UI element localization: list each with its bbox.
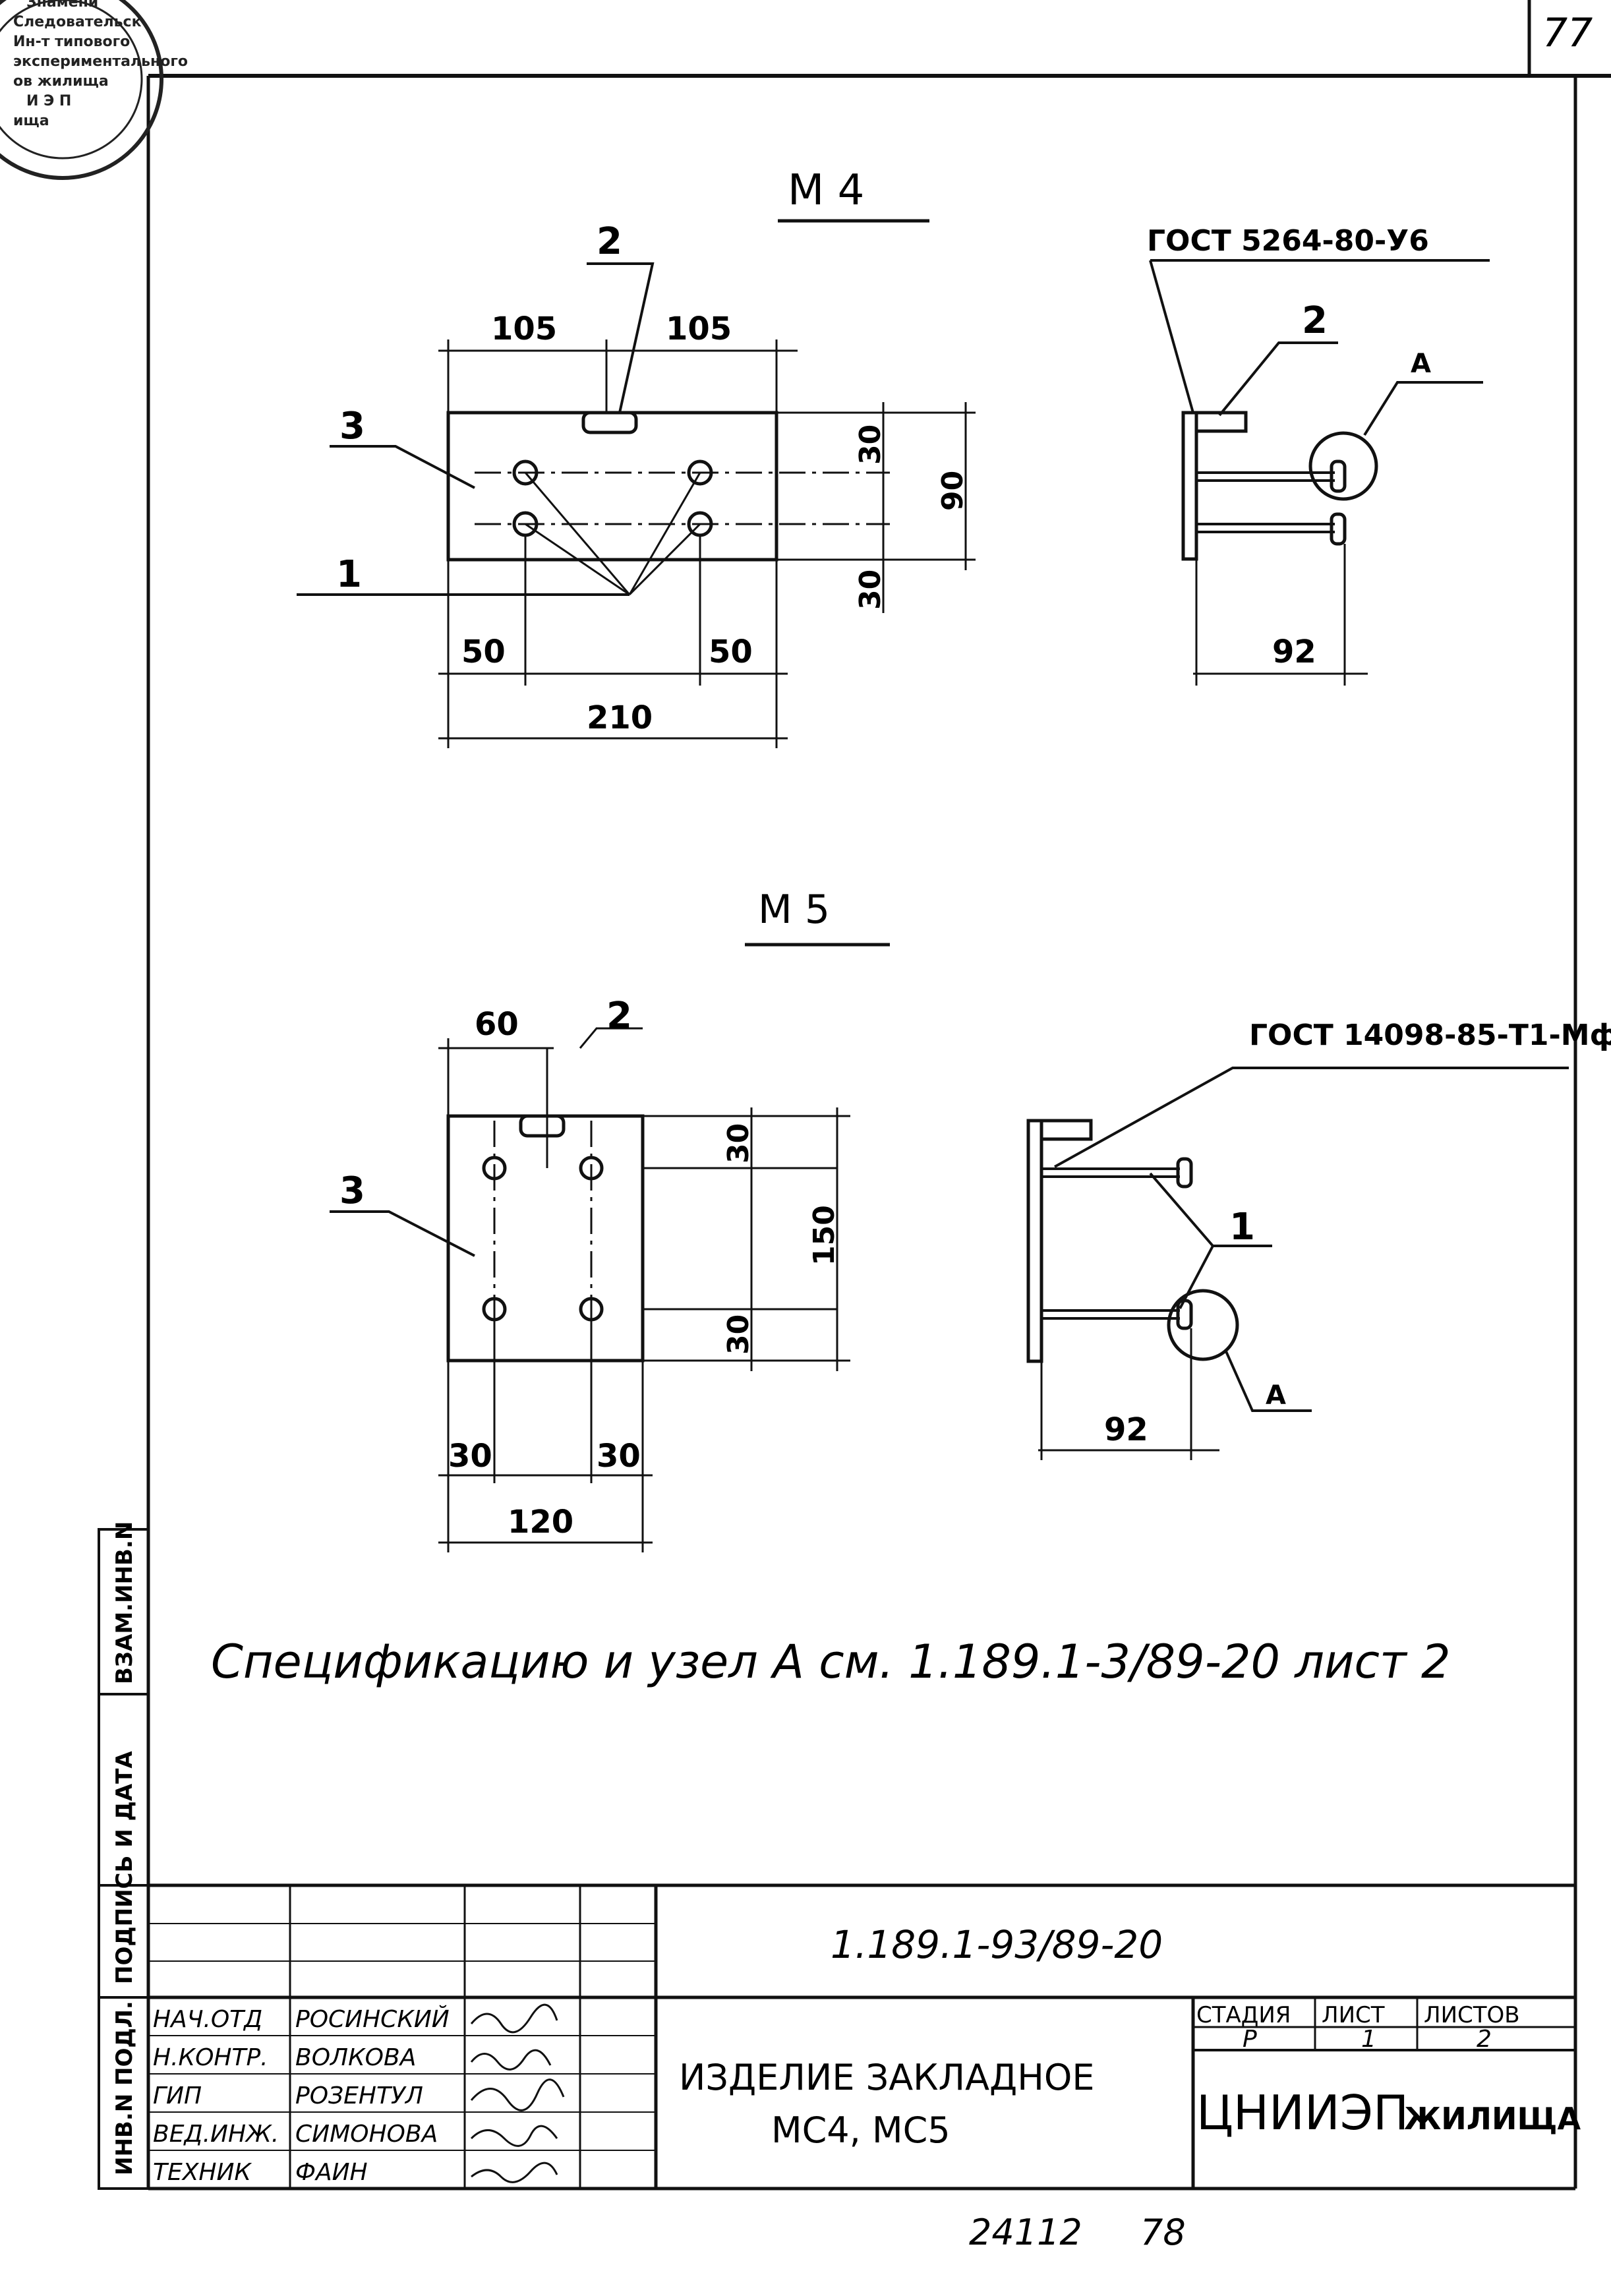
role-label: Н.КОНТР.	[153, 2044, 268, 2071]
m5-stud	[482, 1156, 507, 1181]
page-number-top: 77	[1542, 10, 1593, 56]
sheets-header: ЛИСТОВ	[1424, 2002, 1520, 2028]
m4-dim-edge-right: 50	[709, 633, 753, 670]
m4-dim-right-half: 105	[666, 310, 732, 347]
side-strip-inv-podl: ИНВ.N ПОДЛ.	[111, 2001, 138, 2175]
m5-callout-2: 2	[606, 995, 632, 1038]
sheet-header: ЛИСТ	[1322, 2002, 1385, 2028]
m4-side-depth-dim: 92	[1272, 633, 1316, 670]
m5-dim-top-offset: 30	[722, 1123, 755, 1163]
m4-plate	[446, 411, 778, 562]
m5-gost-label: ГОСТ 14098-85-Т1-Мф	[1249, 1018, 1611, 1052]
m5-callout-3: 3	[339, 1169, 365, 1212]
product-title-line-1: ИЗДЕЛИЕ ЗАКЛАДНОЕ	[679, 2057, 1094, 2098]
stamp-line: Следовательск	[13, 14, 142, 30]
person-name: СИМОНОВА	[295, 2121, 438, 2148]
m5-node-a-label: A	[1266, 1380, 1286, 1411]
archive-stamp	[0, 0, 163, 180]
m4-callout-1: 1	[336, 553, 362, 596]
m5-part-2-slot	[519, 1114, 566, 1138]
m5-leader-3	[330, 1210, 475, 1257]
m4-stud	[687, 459, 713, 486]
m4-dim-total: 210	[587, 699, 653, 736]
sheet-value: 1	[1361, 2026, 1376, 2053]
m4-dim-bottom-offset: 30	[854, 570, 887, 610]
m4-callout-3: 3	[339, 405, 365, 448]
stage-header: СТАДИЯ	[1196, 2002, 1291, 2028]
signatures	[470, 2003, 565, 2183]
role-label: ВЕД.ИНЖ.	[153, 2121, 279, 2148]
side-strip-signature-date: ПОДПИСЬ И ДАТА	[111, 1751, 138, 1984]
m5-side-anchor-2	[1040, 1119, 1093, 1141]
m4-dim-edge-left: 50	[461, 633, 506, 670]
m4-side-anchor-2	[1194, 411, 1248, 433]
m4-title: M 4	[788, 166, 864, 215]
m4-part-2-slot	[581, 411, 638, 434]
m5-side-depth-dim: 92	[1104, 1411, 1148, 1448]
stamp-line: ов жилища	[13, 73, 109, 90]
person-name: ФАИН	[295, 2159, 368, 2186]
m4-gost-label: ГОСТ 5264-80-У6	[1147, 224, 1429, 258]
stage-value: Р	[1243, 2026, 1257, 2053]
m5-title: M 5	[758, 887, 830, 933]
role-label: ТЕХНИК	[153, 2159, 252, 2186]
m4-side-plate	[1181, 411, 1198, 561]
m4-node-a-leader	[1363, 381, 1483, 436]
title-block	[148, 1883, 1575, 2189]
doc-code: 1.189.1-93/89-20	[831, 1922, 1163, 1967]
m4-node-a-circle	[1308, 431, 1378, 501]
m4-node-a-label: A	[1411, 349, 1431, 379]
m4-leader-3	[330, 445, 475, 489]
stamp-line: Ин-т типового	[13, 34, 130, 50]
m4-callout-2-side: 2	[1302, 299, 1328, 342]
m5-node-a-leader	[1225, 1351, 1312, 1412]
product-title-line-2: МС4, МС5	[771, 2109, 951, 2151]
specification-note: Спецификацию и узел А см. 1.189.1-3/89-2…	[211, 1635, 1451, 1689]
stamp-line: И Э П	[26, 93, 71, 109]
m5-dim-total-width: 120	[508, 1504, 573, 1541]
m4-leader-2	[587, 262, 655, 413]
sheets-value: 2	[1477, 2026, 1492, 2053]
m5-node-a-circle	[1167, 1289, 1239, 1361]
m5-dim-height: 150	[807, 1205, 841, 1266]
stamp-line: Знамени	[26, 0, 98, 11]
person-name: ВОЛКОВА	[295, 2044, 416, 2071]
m5-stud	[579, 1156, 604, 1181]
role-label: ГИП	[153, 2082, 202, 2109]
m5-leader-2	[579, 1027, 643, 1049]
organization-tail: ЖИЛИЩА	[1404, 2101, 1581, 2136]
stamp-line: ища	[13, 113, 49, 129]
m4-dim-top-offset: 30	[854, 425, 887, 465]
m5-plate	[446, 1114, 645, 1363]
m5-dim-edge-right: 30	[597, 1438, 641, 1475]
m5-gost-leader	[1054, 1067, 1569, 1168]
organization-main: ЦНИИЭП	[1196, 2085, 1409, 2140]
page-number-bottom: 24112	[969, 2212, 1082, 2253]
m5-dim-edge-left: 30	[448, 1438, 492, 1475]
m4-dim-height: 90	[936, 471, 970, 511]
page-number-bottom-right: 78	[1140, 2212, 1186, 2253]
side-strip-vzam-inv: ВЗАМ.ИНВ.N	[111, 1521, 138, 1684]
m5-callout-1: 1	[1229, 1206, 1255, 1249]
m5-dim-bottom-offset: 30	[722, 1314, 755, 1355]
stamp-line: экспериментального	[13, 53, 188, 70]
stamp-text: Знамени Следовательск Ин-т типового эксп…	[13, 0, 188, 129]
m4-callout-2: 2	[597, 220, 622, 263]
role-label: НАЧ.ОТД	[153, 2006, 262, 2033]
side-strip	[98, 1528, 150, 2190]
m5-dim-offset: 60	[475, 1006, 519, 1043]
m4-leader-2-side	[1218, 341, 1338, 417]
m4-dim-left-half: 105	[491, 310, 557, 347]
person-name: РОСИНСКИЙ	[295, 2005, 450, 2033]
m5-side-plate	[1026, 1119, 1043, 1363]
m4-stud	[512, 459, 539, 486]
person-name: РОЗЕНТУЛ	[295, 2082, 423, 2109]
